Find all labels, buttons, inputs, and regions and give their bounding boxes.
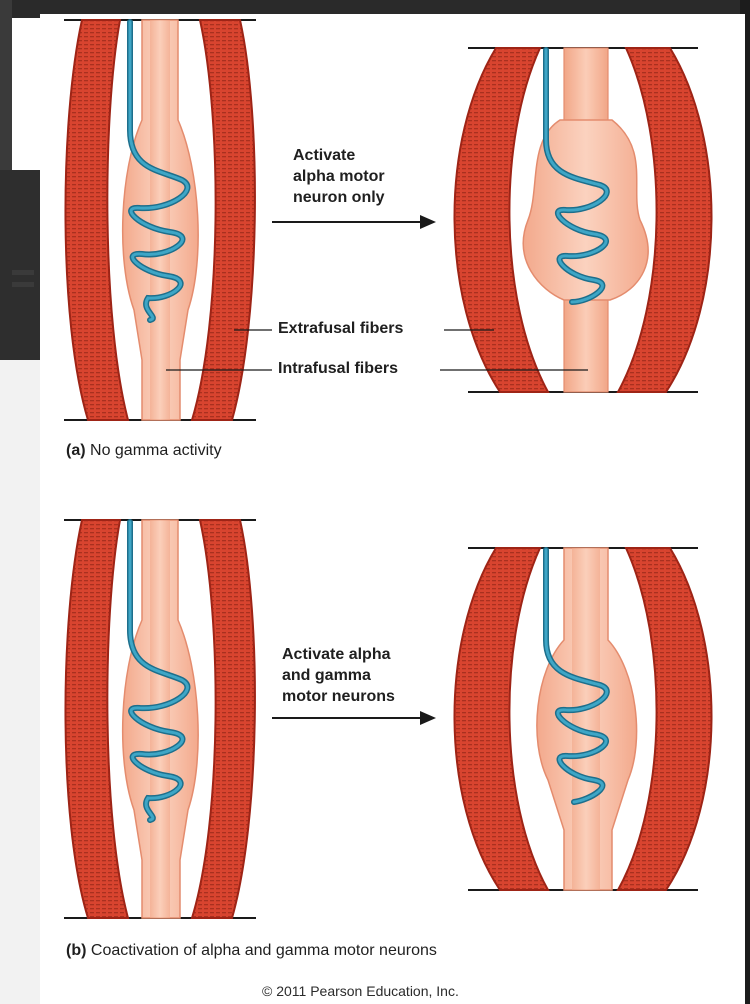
intrafusal-label: Intrafusal fibers xyxy=(278,360,398,378)
arrow-b-label: Activate alpha and gamma motor neurons xyxy=(282,644,395,707)
arrow-a-label-line2: alpha motor xyxy=(293,166,385,187)
caption-b-text: Coactivation of alpha and gamma motor ne… xyxy=(86,942,436,959)
panel-b-contracted-muscle xyxy=(454,548,711,890)
panel-a-contracted-muscle xyxy=(454,48,711,392)
copyright-notice: © 2011 Pearson Education, Inc. xyxy=(262,983,459,999)
arrow-b-label-line1: Activate alpha xyxy=(282,644,395,665)
caption-b-letter: (b) xyxy=(66,942,86,959)
panel-a-relaxed-muscle xyxy=(64,20,256,420)
caption-a: (a) No gamma activity xyxy=(66,442,222,460)
arrow-a-label: Activate alpha motor neuron only xyxy=(293,145,385,208)
panel-b-relaxed-muscle xyxy=(64,520,256,918)
arrow-b-label-line2: and gamma xyxy=(282,665,395,686)
caption-a-text: No gamma activity xyxy=(86,442,222,459)
extrafusal-label: Extrafusal fibers xyxy=(278,320,403,338)
arrow-a-label-line3: neuron only xyxy=(293,187,385,208)
caption-a-letter: (a) xyxy=(66,442,86,459)
arrow-a-label-line1: Activate xyxy=(293,145,385,166)
caption-b: (b) Coactivation of alpha and gamma moto… xyxy=(66,942,437,960)
arrow-b-label-line3: motor neurons xyxy=(282,686,395,707)
